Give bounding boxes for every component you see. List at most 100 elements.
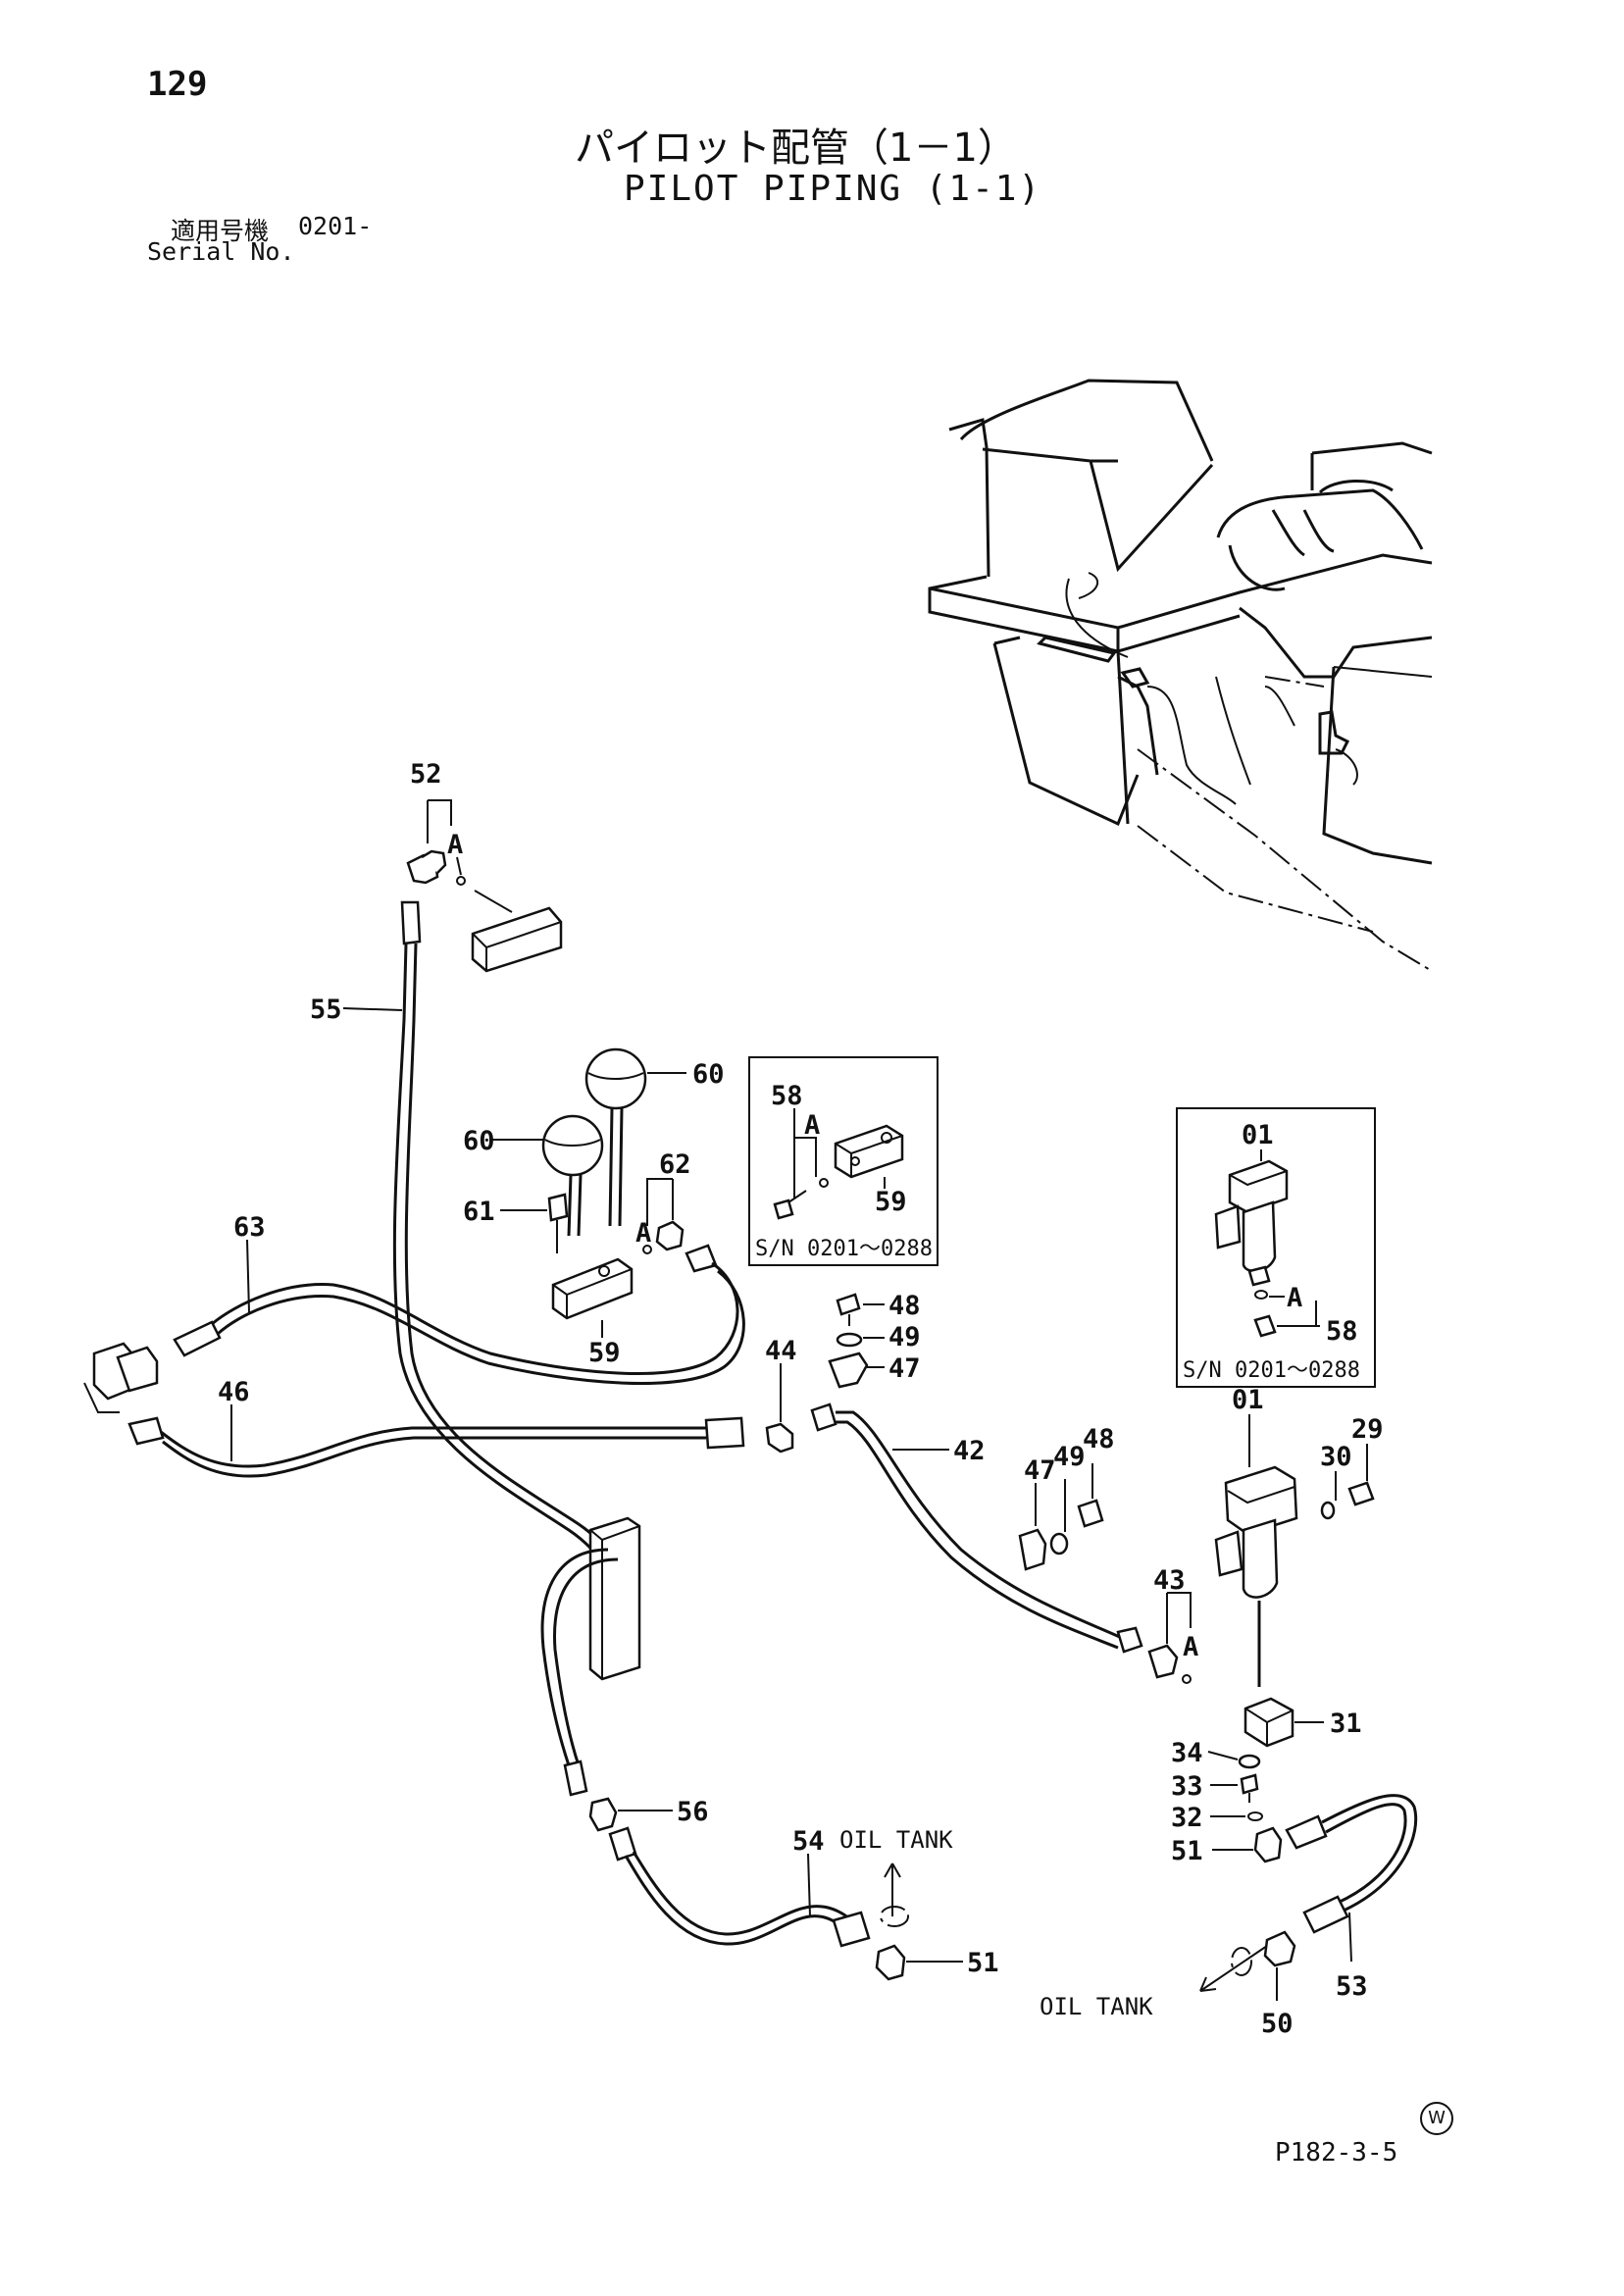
fitting-56 [588,1797,618,1832]
callout-49b: 49 [1053,1442,1086,1472]
hose-53 [1285,1794,1418,1934]
oil-tank-port-right [1231,1947,1252,1976]
arrow-head-left [884,1862,901,1878]
callout-29: 29 [1351,1414,1384,1445]
callout-30: 30 [1320,1442,1352,1472]
callout-34: 34 [1171,1738,1203,1768]
drawing-code: P182-3-5 [1275,2138,1398,2168]
clamp-set-middle [1018,1499,1104,1571]
bolt-29 [1347,1481,1375,1506]
serial-label-jp: 適用号機 [171,217,270,245]
block-31 [1243,1697,1294,1748]
callout-54: 54 [792,1826,825,1857]
callout-bracket-62 [646,1178,673,1226]
inset-01-58-parts [1214,1149,1320,1338]
inset-serial-1: S/N 0201～0288 [755,1237,933,1261]
callout-line-63 [246,1239,250,1313]
callout-51b: 51 [967,1948,999,1978]
callout-line-55 [342,1007,403,1011]
left-valve [83,1342,159,1413]
oil-tank-arrow-right [1199,1945,1268,1992]
callout-60a: 60 [692,1059,725,1090]
fitting-51-right [1253,1826,1283,1863]
block-part [471,906,563,973]
accumulator-60-lower [541,1114,604,1237]
hose-63 [173,1244,745,1385]
inset-label-59: 59 [875,1187,907,1217]
callout-48b: 48 [1083,1424,1115,1454]
valve-01 [1214,1465,1298,1687]
watermark-mark: W [1420,2102,1453,2135]
page-number: 129 [147,65,208,104]
callout-62: 62 [659,1149,691,1180]
bracket-plate [588,1516,641,1681]
callout-50: 50 [1261,2009,1294,2039]
callout-44: 44 [765,1336,797,1366]
block-59 [551,1257,634,1320]
o-ring-32 [1247,1811,1263,1821]
bolt-61 [547,1193,569,1253]
fitting-50 [1263,1930,1296,1967]
callout-60b: 60 [463,1126,495,1156]
inset-label-58b: 58 [1326,1316,1358,1347]
inset-box-01-58 [1176,1107,1376,1388]
arrow-head-right [1199,1976,1217,1992]
oil-tank-port-left [880,1906,909,1927]
callout-51a: 51 [1171,1836,1203,1866]
page-title-jp: パイロット配管（1－1） [575,126,1017,171]
fitting-43 [1147,1644,1192,1684]
callout-line-54 [807,1853,811,1917]
callout-55: 55 [310,995,342,1025]
callout-59: 59 [588,1338,621,1368]
callout-A1: A [447,830,463,860]
inset-label-A: A [804,1110,820,1141]
serial-label-en: Serial No. [147,237,295,266]
hose-54 [608,1826,871,1948]
callout-line-A1 [456,856,462,876]
callout-bracket-52 [428,799,452,826]
callout-33: 33 [1171,1771,1203,1802]
callout-48a: 48 [888,1291,921,1321]
fitting-44 [765,1422,794,1454]
callout-42: 42 [953,1436,986,1466]
oil-tank-label-right: OIL TANK [1040,1993,1153,2020]
callout-46: 46 [218,1377,250,1407]
serial-range: 0201- [298,212,373,240]
fitting-51-left [875,1944,906,1981]
callout-A2: A [635,1218,651,1249]
callout-53: 53 [1336,1971,1368,2002]
callout-63: 63 [233,1212,266,1243]
bolt-33 [1240,1773,1259,1803]
callout-01: 01 [1232,1385,1264,1415]
inset-label-58: 58 [771,1081,803,1111]
callout-43: 43 [1153,1565,1186,1596]
inset-box-58-59 [748,1056,939,1266]
callout-56: 56 [677,1797,709,1827]
callout-47a: 47 [888,1353,921,1384]
callout-49a: 49 [888,1322,921,1352]
fitting-62 [642,1220,685,1254]
inset-label-A-b: A [1287,1283,1302,1313]
machine-body [928,379,1433,972]
page-title-en: PILOT PIPING (1-1) [624,169,1042,209]
callout-32: 32 [1171,1803,1203,1833]
inset-58-59-parts [773,1108,904,1220]
callout-bracket-43 [1167,1592,1192,1628]
callout-line-34 [1207,1751,1239,1760]
inset-serial-2: S/N 0201～0288 [1183,1358,1360,1383]
callout-A3: A [1183,1632,1198,1662]
hose-46 [127,1416,745,1478]
elbow-fitting-52 [406,849,466,886]
hose-lower-loop [540,1548,619,1797]
leader-block [474,890,513,913]
washer-34 [1238,1754,1261,1769]
clamp-set-upper [828,1293,869,1389]
callout-52: 52 [410,759,442,790]
pipe-42 [810,1403,1143,1654]
inset-label-01: 01 [1242,1120,1274,1150]
callout-line-53 [1348,1912,1352,1963]
callout-61: 61 [463,1197,495,1227]
callout-47b: 47 [1024,1455,1056,1486]
callout-31: 31 [1330,1709,1362,1739]
